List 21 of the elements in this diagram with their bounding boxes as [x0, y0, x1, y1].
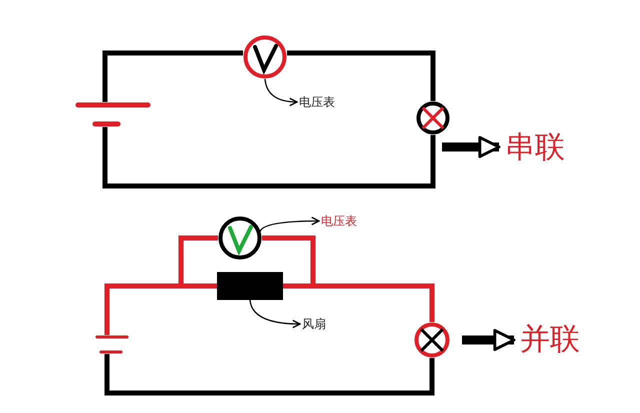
block-arrow: [442, 136, 500, 158]
circuit-type-label: 并联: [520, 325, 580, 355]
circuit-type-label: 串联: [505, 133, 565, 163]
fan-block: [217, 272, 283, 300]
block-arrow: [462, 328, 516, 352]
leader-line: [264, 78, 298, 106]
voltmeter-symbol: [243, 35, 287, 79]
wire: [102, 50, 243, 102]
leader-line: [249, 300, 301, 328]
battery-symbol: [76, 102, 150, 127]
wire: [287, 50, 436, 101]
component-label: 电压表: [321, 215, 357, 227]
lamp-symbol: [416, 101, 450, 135]
wire: [104, 354, 434, 396]
battery-symbol: [96, 335, 128, 354]
lamp-symbol: [414, 322, 450, 358]
wire: [102, 127, 436, 188]
voltmeter-symbol: [218, 216, 262, 260]
leader-line: [259, 216, 320, 232]
component-label: 电压表: [299, 96, 335, 108]
component-label: 风扇: [302, 318, 326, 330]
